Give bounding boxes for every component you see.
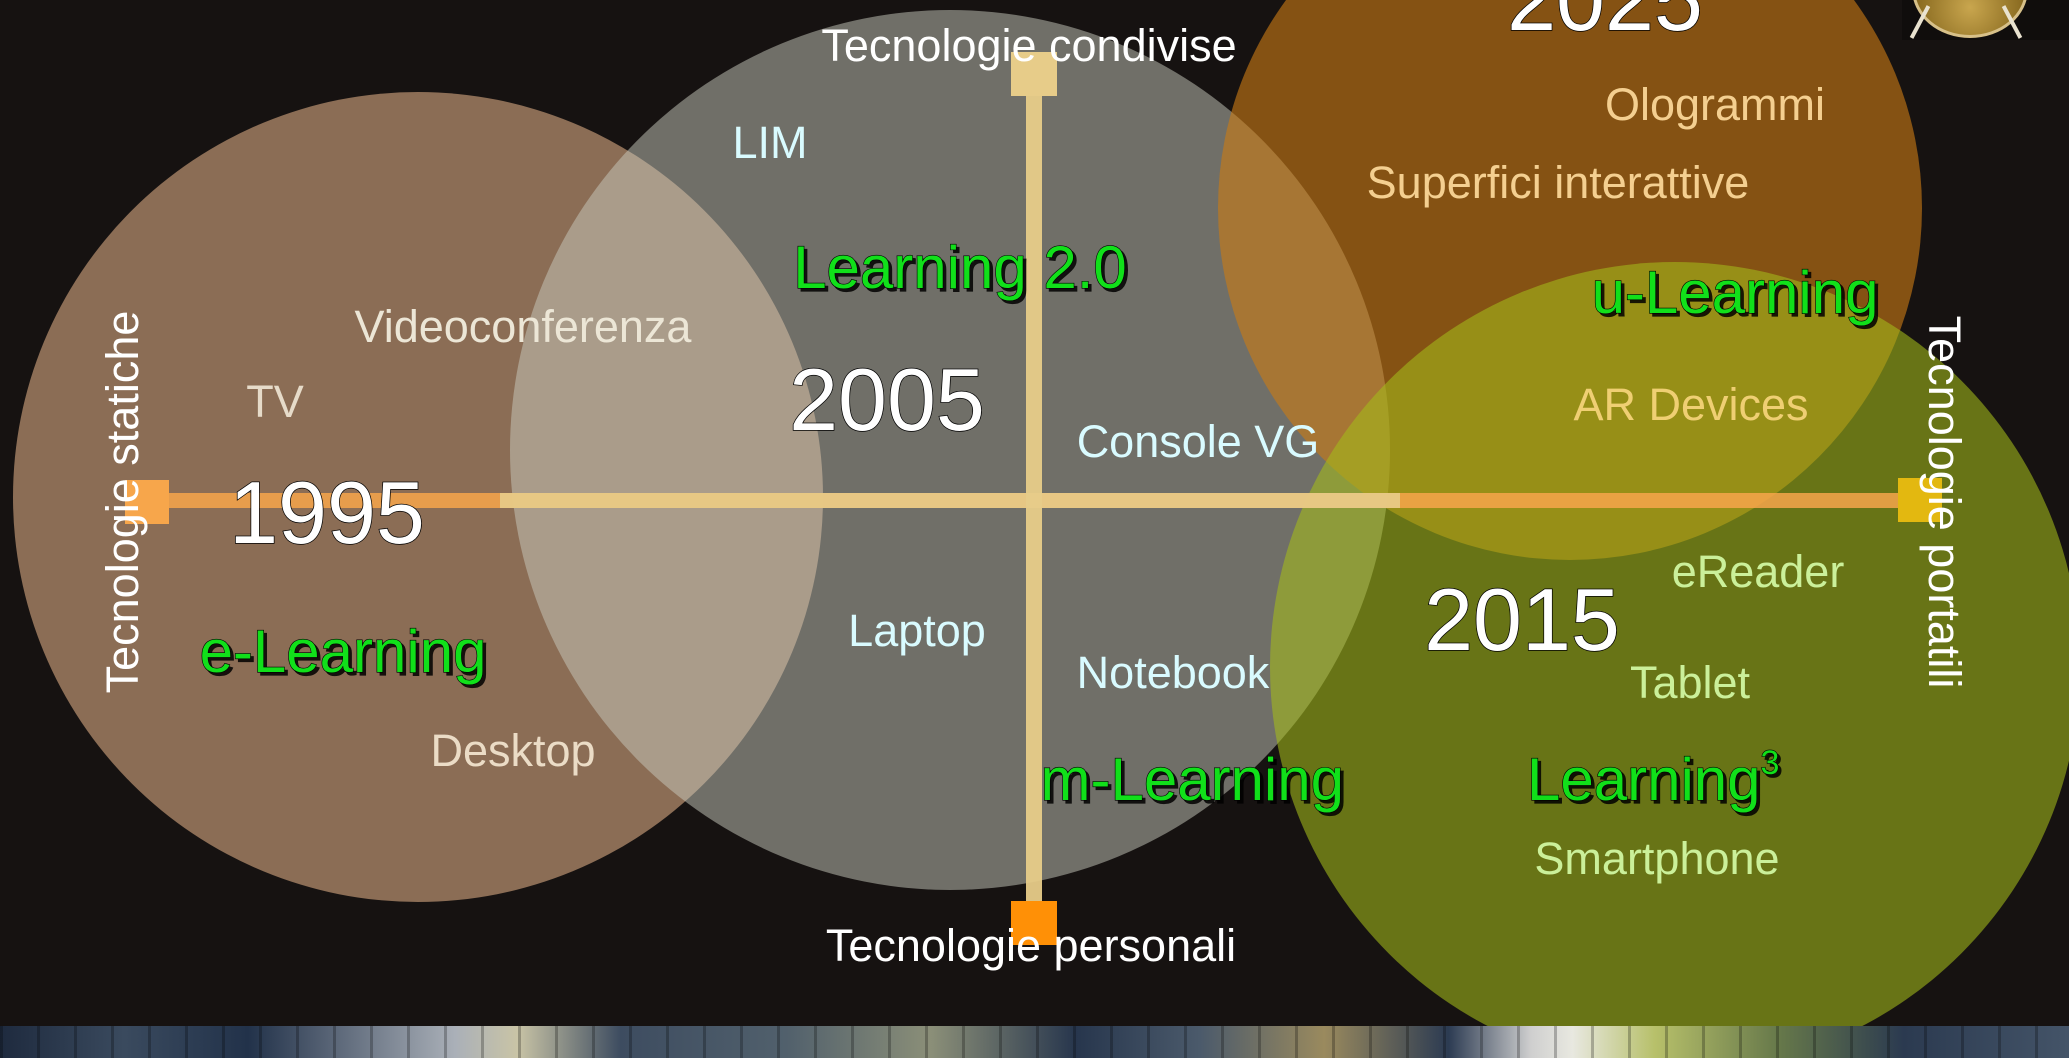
tech-lim: LIM xyxy=(732,117,807,168)
axis-right-end xyxy=(1898,478,1942,522)
axis-top-end xyxy=(1011,52,1057,96)
axis-label-bottom: Tecnologie personali xyxy=(826,920,1236,971)
tech-smartphone: Smartphone xyxy=(1534,833,1779,884)
label-learning-3-base: Learning xyxy=(1527,746,1761,813)
year-2025: 2025 xyxy=(1507,0,1703,49)
axis-label-top: Tecnologie condivise xyxy=(821,20,1236,71)
compass-logo-icon xyxy=(1902,0,2069,40)
tech-ereader: eReader xyxy=(1672,546,1845,597)
tech-laptop: Laptop xyxy=(848,605,986,656)
axis-vertical xyxy=(1026,60,1042,920)
label-learning-3: Learning3 xyxy=(1527,744,1779,813)
bottom-photo-strip xyxy=(0,1026,2069,1058)
axis-label-right: Tecnologie portatili xyxy=(1919,316,1970,689)
tech-superfici-interattive: Superfici interattive xyxy=(1367,157,1750,208)
label-m-learning: m-Learning xyxy=(1041,746,1345,813)
year-1995: 1995 xyxy=(229,463,425,562)
tech-notebook: Notebook xyxy=(1077,647,1270,698)
label-u-learning: u-Learning xyxy=(1592,259,1879,326)
circle-2005 xyxy=(510,10,1390,890)
tech-tablet: Tablet xyxy=(1630,657,1751,708)
tech-videoconferenza: Videoconferenza xyxy=(355,301,693,352)
tech-desktop: Desktop xyxy=(430,725,595,776)
year-2015: 2015 xyxy=(1424,570,1620,669)
label-learning-3-superscript: 3 xyxy=(1761,744,1780,782)
axis-bottom-end xyxy=(1011,901,1057,945)
circle-2015 xyxy=(1270,262,2069,1058)
tech-ar-devices: AR Devices xyxy=(1573,379,1808,430)
tech-ologrammi: Ologrammi xyxy=(1605,79,1825,130)
tech-tv: TV xyxy=(246,376,304,427)
axis-left-end xyxy=(125,480,169,524)
axis-horizontal-center xyxy=(500,493,1400,508)
label-learning-2-0: Learning 2.0 xyxy=(793,234,1127,301)
year-2005: 2005 xyxy=(789,350,985,449)
axis-label-left: Tecnologie statiche xyxy=(97,311,148,694)
tech-console-vg: Console VG xyxy=(1077,416,1320,467)
label-e-learning: e-Learning xyxy=(200,618,487,685)
